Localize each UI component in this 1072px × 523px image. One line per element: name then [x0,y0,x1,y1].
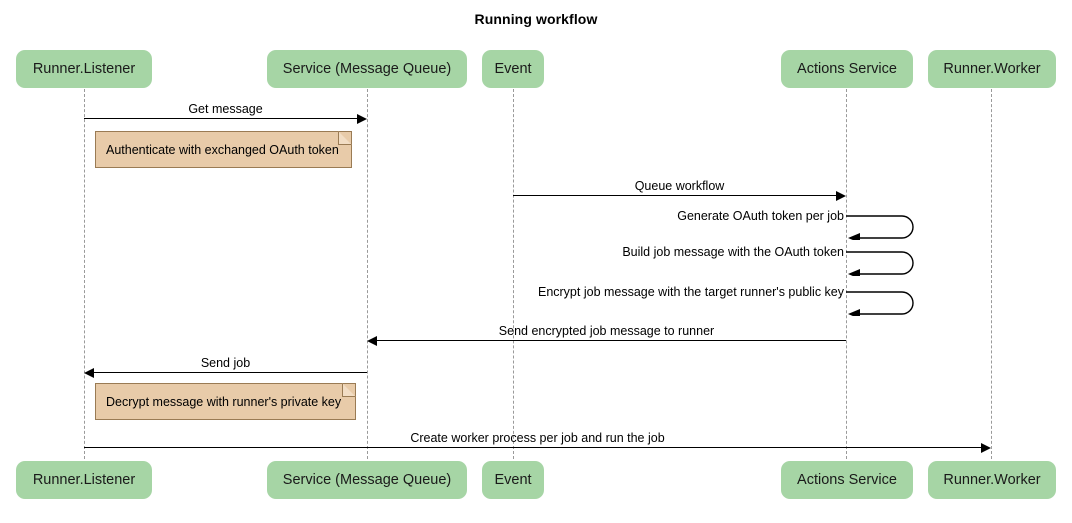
note-decrypt: Decrypt message with runner's private ke… [95,383,356,420]
message-label-get-message: Get message [188,102,263,116]
message-label-send-encrypted-job-message: Send encrypted job message to runner [498,324,715,338]
actor-footer-runner-worker[interactable]: Runner.Worker [928,461,1056,499]
diagram-title: Running workflow [474,11,598,27]
actor-label: Runner.Worker [943,61,1041,77]
actor-label: Service (Message Queue) [282,61,452,77]
note-label: Authenticate with exchanged OAuth token [106,142,339,157]
message-label-encrypt-job-message: Encrypt job message with the target runn… [537,285,844,299]
message-arrowhead-send-job [84,367,94,378]
actor-label: Actions Service [797,472,897,488]
message-line-queue-workflow [513,195,836,196]
actor-label: Runner.Worker [943,472,1041,488]
message-line-create-worker-process [84,447,981,448]
note-fold-icon [338,131,352,145]
message-arrowhead-get-message [357,113,367,124]
message-label-create-worker-process: Create worker process per job and run th… [410,431,665,445]
actor-label: Runner.Listener [32,61,136,77]
actor-label: Event [494,472,532,488]
message-line-send-encrypted-job-message [377,340,846,341]
note-label: Decrypt message with runner's private ke… [106,394,342,409]
message-arrowhead-send-encrypted-job-message [367,335,377,346]
message-arrowhead-create-worker-process [981,442,991,453]
actor-header-actions-service[interactable]: Actions Service [781,50,913,88]
actor-header-runner-listener[interactable]: Runner.Listener [16,50,152,88]
self-message-build-job-message [846,246,926,276]
note-fold-icon [342,383,356,397]
self-message-generate-oauth-token [846,210,926,240]
message-arrowhead-queue-workflow [836,190,846,201]
self-message-encrypt-job-message [846,286,926,316]
actor-label: Runner.Listener [32,472,136,488]
actor-label: Service (Message Queue) [282,472,452,488]
actor-footer-event[interactable]: Event [482,461,544,499]
actor-footer-service-message-queue[interactable]: Service (Message Queue) [267,461,467,499]
actor-label: Event [494,61,532,77]
actor-label: Actions Service [797,61,897,77]
message-label-generate-oauth-token: Generate OAuth token per job [677,209,844,223]
actor-footer-actions-service[interactable]: Actions Service [781,461,913,499]
message-label-queue-workflow: Queue workflow [634,179,725,193]
lifeline-actions-service [846,89,847,459]
lifeline-runner-listener [84,89,85,459]
lifeline-event [513,89,514,459]
message-label-build-job-message: Build job message with the OAuth token [622,245,844,259]
actor-header-event[interactable]: Event [482,50,544,88]
note-authenticate: Authenticate with exchanged OAuth token [95,131,352,168]
lifeline-service-message-queue [367,89,368,459]
message-label-send-job: Send job [200,356,251,370]
lifeline-runner-worker [991,89,992,459]
message-line-send-job [94,372,367,373]
actor-header-runner-worker[interactable]: Runner.Worker [928,50,1056,88]
message-line-get-message [84,118,357,119]
actor-header-service-message-queue[interactable]: Service (Message Queue) [267,50,467,88]
actor-footer-runner-listener[interactable]: Runner.Listener [16,461,152,499]
